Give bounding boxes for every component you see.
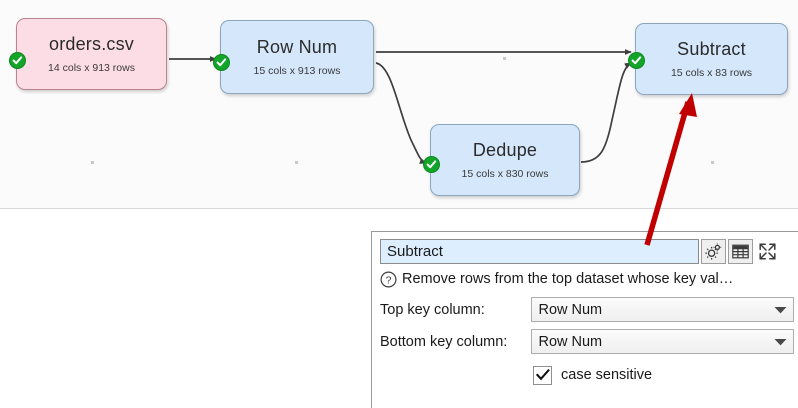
flow-canvas[interactable]: orders.csv 14 cols x 913 rows Row Num 15… [0, 0, 798, 209]
expand-icon[interactable] [755, 239, 780, 264]
top-key-column-select[interactable]: Row Num [531, 297, 794, 322]
edge-dedupe-to-subtract [580, 62, 632, 163]
flow-node-row-num[interactable]: Row Num 15 cols x 913 rows [213, 20, 374, 94]
help-row: ? Remove rows from the top dataset whose… [380, 268, 794, 290]
top-key-column-label: Top key column: [380, 301, 485, 318]
case-sensitive-label: case sensitive [561, 367, 653, 383]
field-row-top-key: Top key column: Row Num [380, 297, 794, 322]
flow-node-dedupe[interactable]: Dedupe 15 cols x 830 rows [423, 124, 580, 196]
flow-node-title: Subtract [677, 38, 746, 59]
status-ok-icon [213, 54, 230, 71]
bottom-key-column-select[interactable]: Row Num [531, 329, 794, 354]
chevron-down-icon [774, 306, 787, 314]
panel-title-row [380, 237, 798, 265]
status-ok-icon [628, 52, 645, 69]
properties-panel: ? Remove rows from the top dataset whose… [371, 231, 798, 408]
edge-rownum-to-dedupe [375, 62, 427, 164]
bottom-key-column-label: Bottom key column: [380, 333, 508, 350]
chevron-down-icon [774, 338, 787, 346]
flow-node-subtract[interactable]: Subtract 15 cols x 83 rows [628, 23, 788, 95]
flow-node-title: orders.csv [48, 33, 135, 54]
transform-name-input[interactable] [380, 238, 699, 264]
flow-node-subtitle: 15 cols x 83 rows [670, 66, 753, 79]
gears-icon[interactable] [701, 238, 726, 264]
field-row-bottom-key: Bottom key column: Row Num [380, 329, 794, 354]
svg-text:?: ? [386, 274, 392, 286]
question-mark-icon[interactable]: ? [380, 270, 397, 288]
bottom-key-column-value: Row Num [538, 333, 603, 350]
flow-node-orders-csv[interactable]: orders.csv 14 cols x 913 rows [9, 18, 167, 90]
flow-node-title: Row Num [256, 36, 338, 57]
flow-node-title: Dedupe [472, 139, 538, 160]
case-sensitive-checkbox[interactable] [533, 365, 552, 385]
flow-node-subtitle: 14 cols x 913 rows [48, 61, 135, 74]
table-icon[interactable] [728, 238, 753, 264]
top-key-column-value: Row Num [538, 301, 603, 318]
checkmark-icon [535, 369, 550, 381]
status-ok-icon [9, 52, 26, 69]
status-ok-icon [423, 156, 440, 173]
help-description: Remove rows from the top dataset whose k… [402, 271, 734, 287]
case-sensitive-checkbox-row[interactable]: case sensitive [533, 363, 652, 387]
flow-node-subtitle: 15 cols x 913 rows [253, 64, 341, 77]
flow-node-subtitle: 15 cols x 830 rows [461, 167, 549, 180]
flow-edges [169, 49, 632, 164]
